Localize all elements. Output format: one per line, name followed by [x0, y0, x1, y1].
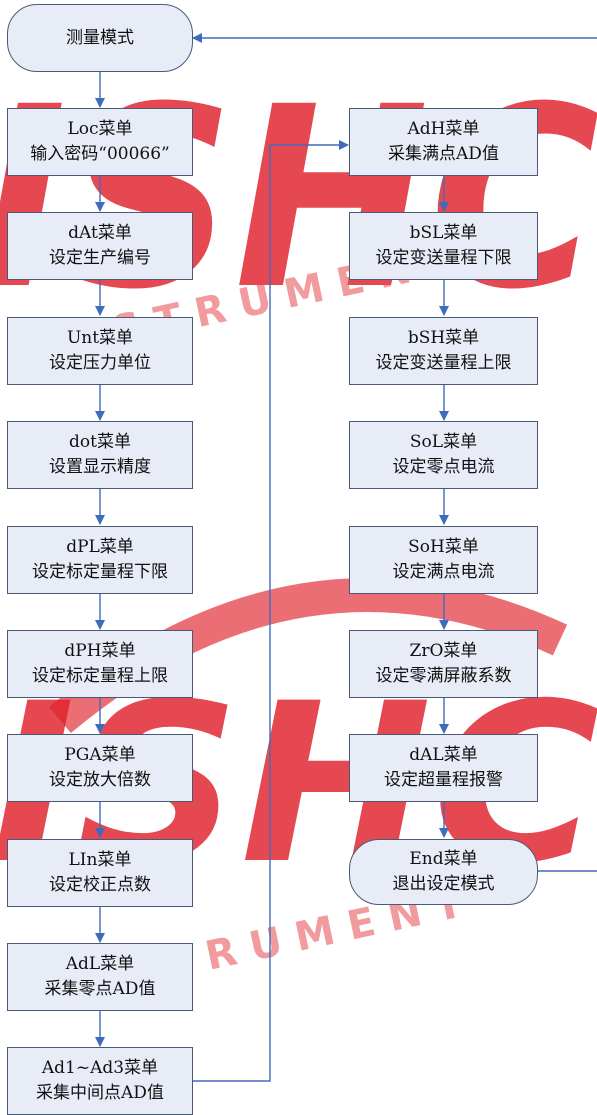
arrow-ad13-adh [193, 140, 349, 1082]
node-desc: 设定变送量程下限 [375, 248, 512, 268]
node-desc: 设定标定量程下限 [32, 562, 168, 582]
node-start-label: 测量模式 [66, 27, 134, 48]
node-dat-menu: dAt菜单 设定生产编号 [7, 212, 193, 280]
node-desc: 采集中间点AD值 [36, 1083, 164, 1103]
node-pga-menu: PGA菜单 设定放大倍数 [7, 734, 193, 802]
node-dal-menu: dAL菜单 设定超量程报警 [349, 734, 538, 802]
node-title: End菜单 [409, 849, 478, 869]
node-desc: 设定压力单位 [49, 353, 151, 373]
node-title: AdH菜单 [407, 119, 480, 139]
node-title: dPH菜单 [64, 641, 136, 661]
node-desc: 设定标定量程上限 [32, 666, 168, 686]
node-title: Unt菜单 [66, 328, 134, 348]
node-desc: 采集满点AD值 [388, 144, 499, 164]
node-adl-menu: AdL菜单 采集零点AD值 [7, 943, 193, 1011]
node-desc: 设定超量程报警 [384, 770, 503, 790]
node-title: ZrO菜单 [409, 641, 478, 661]
node-dot-menu: dot菜单 设置显示精度 [7, 421, 193, 489]
node-title: dAL菜单 [409, 745, 478, 765]
node-lin-menu: LIn菜单 设定校正点数 [7, 839, 193, 907]
node-desc: 设定生产编号 [49, 248, 151, 268]
node-desc: 采集零点AD值 [44, 979, 156, 999]
node-title: Loc菜单 [67, 119, 133, 139]
node-desc: 设置显示精度 [49, 457, 151, 477]
node-title: Ad1~Ad3菜单 [41, 1058, 159, 1078]
node-desc: 输入密码“00066” [30, 144, 170, 164]
node-desc: 设定校正点数 [49, 875, 151, 895]
node-end-menu: End菜单 退出设定模式 [349, 839, 538, 905]
node-title: AdL菜单 [65, 954, 135, 974]
node-title: dAt菜单 [68, 223, 132, 243]
node-loc-menu: Loc菜单 输入密码“00066” [7, 108, 193, 176]
node-unt-menu: Unt菜单 设定压力单位 [7, 317, 193, 385]
node-title: SoH菜单 [408, 537, 479, 557]
node-adh-menu: AdH菜单 采集满点AD值 [349, 108, 538, 176]
node-title: bSL菜单 [409, 223, 478, 243]
node-dpl-menu: dPL菜单 设定标定量程下限 [7, 526, 193, 594]
node-start-measure-mode: 测量模式 [7, 4, 193, 72]
node-zro-menu: ZrO菜单 设定零满屏蔽系数 [349, 630, 538, 698]
node-bsh-menu: bSH菜单 设定变送量程上限 [349, 317, 538, 385]
node-desc: 设定满点电流 [392, 562, 495, 582]
node-desc: 设定变送量程上限 [375, 353, 512, 373]
node-desc: 设定放大倍数 [49, 770, 151, 790]
node-sol-menu: SoL菜单 设定零点电流 [349, 421, 538, 489]
node-title: LIn菜单 [68, 850, 132, 870]
node-title: dPL菜单 [66, 537, 134, 557]
node-desc: 退出设定模式 [392, 874, 495, 894]
node-title: PGA菜单 [64, 745, 136, 765]
node-title: SoL菜单 [409, 432, 478, 452]
node-ad1-ad3-menu: Ad1~Ad3菜单 采集中间点AD值 [7, 1047, 193, 1115]
node-desc: 设定零满屏蔽系数 [375, 666, 512, 686]
node-title: bSH菜单 [407, 328, 480, 348]
node-bsl-menu: bSL菜单 设定变送量程下限 [349, 212, 538, 280]
connectors [95, 33, 597, 1082]
node-soh-menu: SoH菜单 设定满点电流 [349, 526, 538, 594]
node-dph-menu: dPH菜单 设定标定量程上限 [7, 630, 193, 698]
node-title: dot菜单 [69, 432, 131, 452]
node-desc: 设定零点电流 [392, 457, 495, 477]
